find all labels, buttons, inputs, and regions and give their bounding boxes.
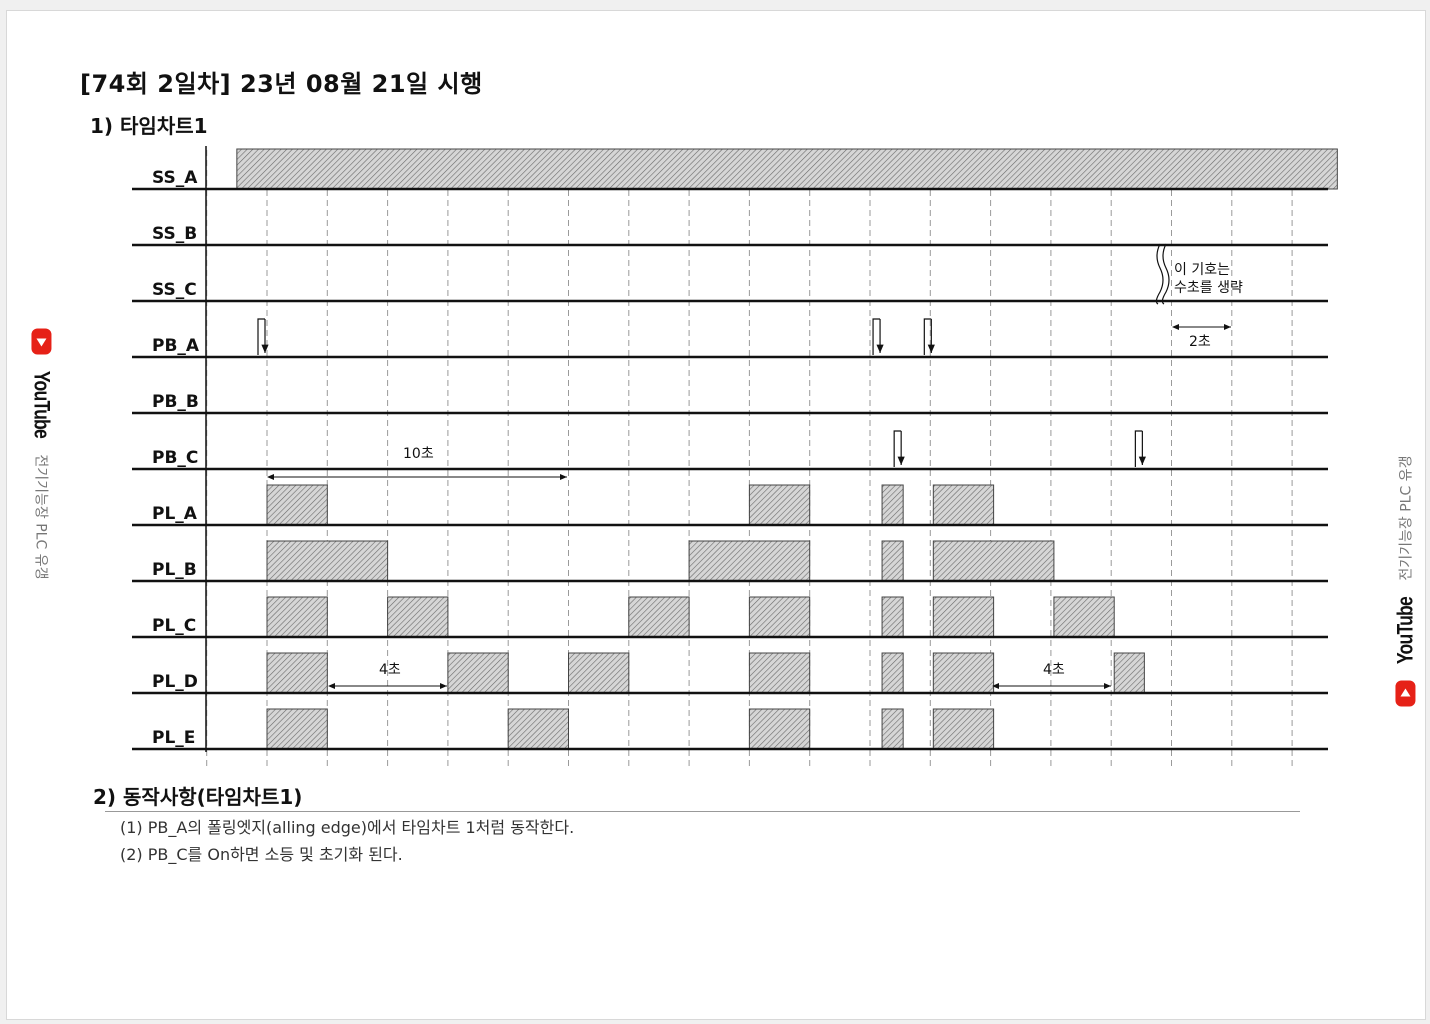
duration-annotations: 10초 4초 4초 2초 이 기호는 수초를 생략	[267, 243, 1243, 689]
signal-label-ss_b: SS_B	[152, 224, 197, 244]
on-interval-pl_e	[266, 708, 328, 750]
ten-sec-label: 10초	[403, 446, 434, 462]
on-interval-ss_a	[236, 148, 1338, 190]
on-interval-pl_e	[507, 708, 570, 750]
on-interval-pl_d	[266, 652, 328, 694]
section-title-operation: 2) 동작사항(타임차트1)	[93, 785, 303, 809]
on-interval-pl_b	[266, 540, 389, 582]
youtube-watermark-right: YouTube 전기기능장 PLC 유갱	[1392, 456, 1418, 707]
signal-labels: SS_A SS_B SS_C PB_A PB_B PB_C PL_A PL_B PL_C PL_D…	[152, 168, 200, 748]
on-interval-pl_c	[628, 596, 690, 638]
two-sec-label: 2초	[1189, 334, 1211, 350]
youtube-watermark-left: YouTube 전기기능장 PLC 유갱	[28, 328, 55, 580]
youtube-logo-icon	[31, 328, 52, 355]
youtube-logo-icon	[1395, 680, 1416, 707]
section-title-timing-chart: 1) 타임차트1	[90, 114, 208, 138]
youtube-channel-name: 전기기능장 PLC 유갱	[32, 454, 49, 580]
signal-label-pl_d: PL_D	[152, 672, 198, 692]
description-line-1: (1) PB_A의 폴링엣지(alling edge)에서 타임차트 1처럼 동…	[120, 818, 575, 837]
signal-label-ss_c: SS_C	[152, 280, 197, 300]
on-interval-pl_d	[1113, 652, 1145, 694]
signal-label-pl_a: PL_A	[152, 504, 198, 524]
pulse-pb_a-falling-edge	[923, 318, 935, 355]
signal-axes	[132, 187, 1328, 751]
signal-label-pb_b: PB_B	[152, 392, 199, 412]
on-interval-pl_c	[266, 596, 328, 638]
signal-label-pb_c: PB_C	[152, 448, 198, 468]
pulse-outline	[923, 318, 932, 355]
on-interval-pl_c	[932, 596, 995, 638]
signal-boxes	[236, 148, 1338, 750]
pulse-pb_a-falling-edge	[872, 318, 884, 355]
on-interval-pl_b	[932, 540, 1055, 582]
on-interval-pl_a	[881, 484, 904, 526]
four-sec-a-label: 4초	[379, 662, 401, 678]
time-break-symbol	[1155, 243, 1170, 305]
pulse-outline	[893, 430, 902, 467]
signal-label-ss_a: SS_A	[152, 168, 198, 188]
on-interval-pl_c	[881, 596, 904, 638]
pulse-pb_c-falling-edge	[1134, 430, 1146, 467]
on-interval-pl_b	[688, 540, 811, 582]
on-interval-pl_a	[266, 484, 328, 526]
pulse-outline	[257, 318, 265, 355]
signal-label-pb_a: PB_A	[152, 336, 200, 356]
on-interval-pl_d	[568, 652, 630, 694]
break-note-line2: 수초를 생략	[1174, 280, 1243, 296]
on-interval-pl_a	[932, 484, 995, 526]
pulse-arrows	[257, 318, 1146, 467]
on-interval-pl_b	[881, 540, 904, 582]
pulse-pb_c-falling-edge	[893, 430, 905, 467]
on-interval-pl_e	[932, 708, 995, 750]
on-interval-pl_c	[1053, 596, 1115, 638]
on-interval-pl_e	[881, 708, 904, 750]
youtube-brand-text: YouTube	[1392, 597, 1418, 665]
description-line-2: (2) PB_C를 On하면 소등 및 초기화 된다.	[120, 845, 403, 864]
on-interval-pl_d	[881, 652, 904, 694]
section-divider	[105, 811, 1300, 812]
on-interval-pl_a	[748, 484, 811, 526]
pulse-outline	[1134, 430, 1143, 467]
four-sec-b-label: 4초	[1043, 662, 1065, 678]
on-interval-pl_c	[748, 596, 811, 638]
on-interval-pl_e	[748, 708, 811, 750]
pulse-outline	[872, 318, 881, 355]
signal-label-pl_c: PL_C	[152, 616, 196, 636]
youtube-brand-text: YouTube	[29, 370, 55, 438]
break-note-line1: 이 기호는	[1174, 262, 1230, 278]
on-interval-pl_c	[387, 596, 449, 638]
pulse-pb_a-falling-edge	[257, 318, 269, 355]
on-interval-pl_d	[447, 652, 509, 694]
document-title: [74회 2일차] 23년 08월 21일 시행	[80, 70, 483, 98]
on-interval-pl_d	[932, 652, 995, 694]
signal-label-pl_e: PL_E	[152, 728, 195, 748]
youtube-channel-name: 전기기능장 PLC 유갱	[1398, 455, 1415, 581]
on-interval-pl_d	[748, 652, 811, 694]
signal-label-pl_b: PL_B	[152, 560, 197, 580]
